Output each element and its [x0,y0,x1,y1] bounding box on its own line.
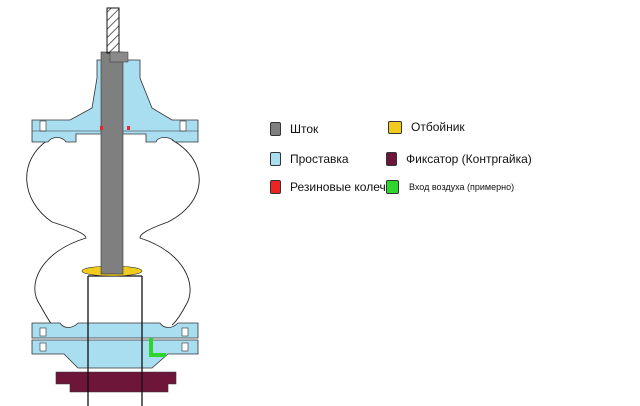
legend-label-spacer: Проставка [290,152,349,166]
legend-label-air-inlet: Вход воздуха (примерно) [409,182,515,192]
lower-spacer-slot-left-2 [39,342,47,352]
upper-spacer-slot-left [39,120,47,132]
rod [100,51,124,275]
rod-upper-collar [109,51,129,63]
lower-spacer [31,322,199,369]
rubber-bellows [26,139,200,326]
lock-nut [55,371,177,393]
lower-spacer-upper-ring [31,322,199,339]
legend-label-rubber-rings: Резиновые колечки [290,180,398,194]
bellows-left-outline [26,139,87,326]
rod-thread [106,7,120,54]
rubber-ring-right [127,126,130,130]
legend-item-spacer: Проставка [270,152,349,166]
lower-spacer-slot-left [39,327,47,337]
rubber-rings-swatch-icon [270,180,281,194]
lower-spacer-base [31,339,199,369]
lock-nut-swatch-icon [386,152,397,166]
air-inlet [149,338,166,357]
rod-swatch-icon [270,122,281,136]
rubber-rings [100,126,130,130]
rubber-ring-left [100,126,103,130]
lower-spacer-slot-right-2 [181,342,189,352]
legend-item-rubber-rings: Резиновые колечки [270,180,398,194]
lower-spacer-slot-right [181,327,189,337]
legend-item-air-inlet: Вход воздуха (примерно) [386,180,514,194]
spacer-swatch-icon [270,152,281,166]
legend-item-lock-nut: Фиксатор (Контргайка) [386,152,532,166]
legend-item-bump-stop: Отбойник [388,120,465,134]
upper-spacer-slot-right [179,120,187,132]
bump-stop-swatch-icon [388,120,402,134]
air-inlet-swatch-icon [386,180,399,194]
legend-label-rod: Шток [290,122,319,136]
legend-label-lock-nut: Фиксатор (Контргайка) [406,152,532,166]
legend-label-bump-stop: Отбойник [411,120,465,134]
bellows-right-outline [139,139,200,326]
legend-item-rod: Шток [270,122,318,136]
